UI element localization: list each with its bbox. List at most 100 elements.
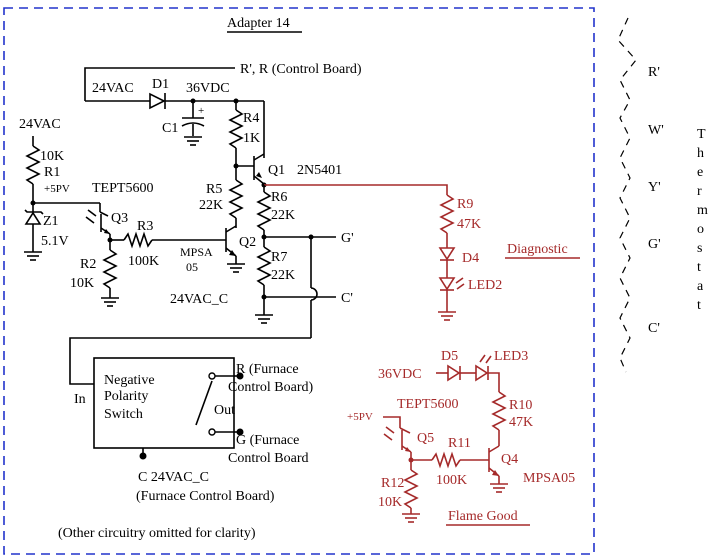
flame-good-tag: Flame Good — [448, 509, 518, 524]
thermostat-terminal-w: W' — [648, 123, 664, 138]
svg-text:h: h — [697, 146, 704, 161]
r6-value: 22K — [271, 208, 295, 223]
resistor-r12 — [403, 460, 419, 514]
resistor-r6 — [256, 185, 272, 237]
svg-text:e: e — [697, 165, 703, 180]
resistor-r3 — [110, 231, 226, 249]
q3-label: Q3 — [111, 211, 128, 226]
diode-d4 — [438, 247, 456, 261]
thermostat-terminal-g: G' — [648, 237, 661, 252]
q2-label: Q2 — [239, 235, 256, 250]
ground-r12 — [402, 513, 420, 523]
adapter-title: Adapter 14 — [227, 16, 290, 31]
ground-led2 — [438, 311, 456, 321]
q4-label: Q4 — [501, 452, 518, 467]
36vdc-label: 36VDC — [186, 81, 230, 96]
r1-value: 10K — [40, 149, 64, 164]
d5-label: D5 — [441, 349, 458, 364]
r9-label: R9 — [457, 197, 473, 212]
d4-label: D4 — [462, 251, 479, 266]
q5-part-label: TEPT5600 — [397, 397, 458, 412]
thermostat-terminals: R' W' Y' G' C' — [648, 65, 664, 336]
capacitor-c1 — [181, 101, 205, 136]
r1-label: R1 — [44, 165, 60, 180]
switch-line2: Polarity — [104, 389, 148, 404]
supply-section: R', R (Control Board) 24VAC D1 36VDC + C… — [84, 62, 362, 158]
resistor-r11 — [411, 451, 489, 469]
r3-value: 100K — [128, 254, 159, 269]
c-prime-output: C' — [341, 291, 353, 306]
q1-part: 2N5401 — [297, 163, 342, 178]
switch-in-label: In — [74, 392, 86, 407]
svg-text:r: r — [697, 184, 702, 199]
z1-value: 5.1V — [41, 234, 69, 249]
transistor-q2 — [225, 225, 237, 264]
36vdc-label-2: 36VDC — [378, 367, 422, 382]
diagnostic-tag: Diagnostic — [507, 242, 568, 257]
footnote: (Other circuitry omitted for clarity) — [58, 526, 256, 541]
resistor-r4 — [228, 101, 244, 166]
r5-label: R5 — [206, 182, 222, 197]
top-24vac-label: 24VAC — [92, 81, 134, 96]
led2-label: LED2 — [468, 278, 502, 293]
svg-text:a: a — [697, 279, 704, 294]
switch-r-line2: Control Board) — [228, 380, 313, 395]
pv-label: +5PV — [44, 183, 70, 195]
g-prime-output: G' — [341, 231, 354, 246]
z1-label: Z1 — [43, 214, 59, 229]
diode-d1 — [149, 92, 166, 110]
diode-d5 — [447, 364, 461, 382]
r9-value: 47K — [457, 217, 481, 232]
adapter-boundary — [3, 7, 595, 555]
thermostat-terminal-y: Y' — [648, 180, 661, 195]
r11-value: 100K — [436, 473, 467, 488]
svg-text:o: o — [697, 222, 704, 237]
pv2-label: +5PV — [347, 411, 373, 423]
control-board-label: R', R (Control Board) — [240, 62, 362, 77]
switch-c-line2: (Furnace Control Board) — [136, 489, 275, 504]
r3-label: R3 — [137, 219, 153, 234]
svg-text:t: t — [697, 260, 701, 275]
ground-q4 — [490, 483, 508, 493]
ground-c1 — [184, 136, 202, 146]
r10-value: 47K — [509, 415, 533, 430]
c1-polarity: + — [198, 105, 204, 117]
r4-value: 1K — [243, 131, 260, 146]
switch-g-line1: G (Furnace — [236, 433, 299, 448]
r2-label: R2 — [80, 257, 96, 272]
d1-label: D1 — [152, 77, 169, 92]
thermostat-terminal-c: C' — [648, 321, 660, 336]
svg-text:T: T — [697, 127, 706, 142]
switch-c-line1: C 24VAC_C — [138, 470, 209, 485]
r12-label: R12 — [381, 476, 404, 491]
q2-part-b: 05 — [186, 260, 198, 274]
ground-r2 — [101, 297, 119, 307]
resistor-r1 — [25, 136, 41, 203]
24vac-c-label: 24VAC_C — [170, 292, 228, 307]
led2 — [438, 277, 465, 291]
thermostat-label: T h e r m o s t a t — [697, 127, 708, 313]
r6-label: R6 — [271, 190, 287, 205]
output-wires — [69, 234, 336, 385]
ground-z1 — [24, 251, 42, 261]
led3-label: LED3 — [494, 349, 528, 364]
q5-label: Q5 — [417, 431, 434, 446]
r11-label: R11 — [448, 436, 471, 451]
thermostat-edge-left — [617, 17, 637, 373]
thermostat-terminal-r: R' — [648, 65, 660, 80]
resistor-r2 — [102, 240, 118, 298]
ground-r7 — [255, 314, 273, 324]
r7-label: R7 — [271, 250, 287, 265]
ground-q2 — [227, 263, 245, 273]
q3-part-label: TEPT5600 — [92, 181, 153, 196]
resistor-r5 — [228, 166, 244, 228]
phototransistor-q3 — [85, 209, 111, 240]
svg-text:s: s — [697, 241, 702, 256]
q1-label: Q1 — [268, 163, 285, 178]
resistor-r7 — [256, 237, 272, 315]
q2-part-a: MPSA — [180, 245, 213, 259]
diagnostic-circuit: R9 47K D4 LED2 Diagnostic — [264, 184, 580, 321]
negative-polarity-switch: Negative Polarity Switch — [93, 357, 235, 449]
phototransistor-q5 — [383, 426, 412, 460]
